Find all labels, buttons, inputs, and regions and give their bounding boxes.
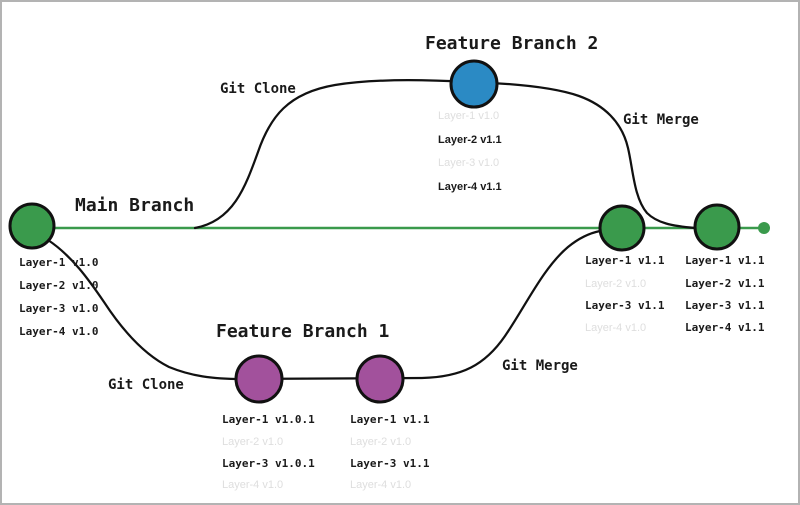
labels-feature1-commit2: Layer-1 v1.1 Layer-2 v1.0 Layer-3 v1.1 L… (350, 413, 430, 491)
layer-version-label: Layer-2 v1.0 (222, 436, 283, 448)
layer-version-label: Layer-2 v1.0 (350, 436, 411, 448)
feature-branch-1-curve (46, 229, 602, 381)
commit-node-feature2 (449, 59, 499, 109)
layer-version-label: Layer-4 v1.1 (685, 321, 765, 334)
commit-node-feature1-second (355, 354, 405, 404)
layer-version-label: Layer-2 v1.0 (585, 278, 646, 290)
layer-version-label: Layer-1 v1.0 (19, 256, 98, 269)
labels-feature2-commit: Layer-1 v1.0 Layer-2 v1.1 Layer-3 v1.0 L… (438, 110, 502, 193)
layer-version-label: Layer-4 v1.0 (222, 479, 283, 491)
layer-version-label: Layer-3 v1.0 (438, 157, 499, 169)
feature-branch-2-title: Feature Branch 2 (425, 33, 598, 54)
feature-branch-1-title: Feature Branch 1 (216, 321, 389, 342)
layer-version-label: Layer-2 v1.0 (19, 279, 98, 292)
layer-version-label: Layer-3 v1.1 (685, 299, 765, 312)
commit-node-main-start (8, 202, 56, 250)
layer-version-label: Layer-3 v1.1 (350, 457, 430, 470)
layer-version-label: Layer-1 v1.0 (438, 110, 499, 122)
git-clone-label-feature2: Git Clone (220, 81, 296, 97)
git-merge-label-feature1: Git Merge (502, 358, 578, 374)
layer-version-label: Layer-4 v1.0 (350, 479, 411, 491)
layer-version-label: Layer-1 v1.1 (350, 413, 430, 426)
git-clone-label-feature1: Git Clone (108, 377, 184, 393)
labels-feature1-commit1: Layer-1 v1.0.1 Layer-2 v1.0 Layer-3 v1.0… (222, 413, 315, 491)
commit-node-merge-feature1 (598, 204, 646, 252)
layer-version-label: Layer-1 v1.1 (685, 254, 765, 267)
layer-version-label: Layer-1 v1.0.1 (222, 413, 315, 426)
main-branch-tip-dot (758, 222, 770, 234)
commit-node-merge-feature2 (693, 203, 741, 251)
labels-main-start: Layer-1 v1.0 Layer-2 v1.0 Layer-3 v1.0 L… (19, 256, 98, 338)
main-branch-title: Main Branch (75, 195, 194, 216)
commit-node-feature1-first (234, 354, 284, 404)
labels-merge-feature1: Layer-1 v1.1 Layer-2 v1.0 Layer-3 v1.1 L… (585, 254, 665, 334)
layer-version-label: Layer-3 v1.0.1 (222, 457, 315, 470)
layer-version-label: Layer-3 v1.1 (585, 299, 665, 312)
git-merge-label-feature2: Git Merge (623, 112, 699, 128)
layer-version-label: Layer-2 v1.1 (685, 277, 765, 290)
layer-version-label: Layer-4 v1.1 (438, 181, 502, 193)
layer-version-label: Layer-4 v1.0 (19, 325, 98, 338)
layer-version-label: Layer-4 v1.0 (585, 322, 646, 334)
labels-merge-feature2: Layer-1 v1.1 Layer-2 v1.1 Layer-3 v1.1 L… (685, 254, 765, 334)
layer-version-label: Layer-3 v1.0 (19, 302, 98, 315)
layer-version-label: Layer-1 v1.1 (585, 254, 665, 267)
layer-version-label: Layer-2 v1.1 (438, 134, 502, 146)
